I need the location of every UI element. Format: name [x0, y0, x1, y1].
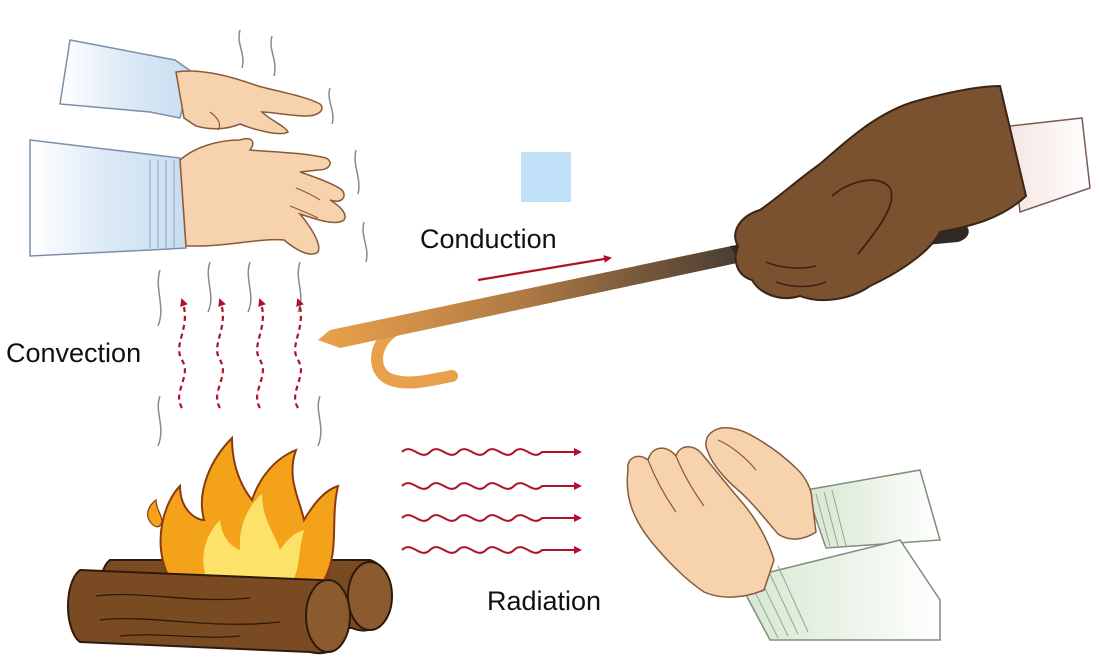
radiation-label: Radiation [487, 586, 602, 616]
hand-icon [179, 138, 346, 255]
convection-label: Convection [6, 338, 142, 368]
conduction-label: Conduction [420, 224, 557, 254]
campfire [67, 435, 393, 655]
straight-arrow-icon [477, 255, 612, 282]
sleeve-cuff-ribs [149, 160, 175, 248]
rod-icon [318, 240, 770, 348]
rod-hook [371, 326, 458, 389]
hand-icon [175, 70, 323, 135]
wavy-arrow-icon [178, 298, 188, 409]
fire-icon [147, 435, 340, 581]
wavy-arrow-icon [401, 546, 582, 554]
log-icon [67, 568, 351, 655]
lower-sleeve [29, 139, 187, 257]
radiation-arrows [401, 448, 582, 554]
convection-arrows [178, 298, 304, 409]
upper-sleeve [59, 39, 193, 119]
wavy-arrow-icon [294, 298, 304, 409]
conduction-group [318, 84, 1091, 389]
wavy-arrow-icon [401, 448, 582, 456]
hand-icon [626, 446, 775, 598]
heat-shimmer [238, 29, 368, 263]
wavy-arrow-icon [256, 298, 266, 409]
wavy-arrow-icon [216, 298, 226, 409]
wavy-arrow-icon [401, 514, 582, 522]
radiation-hands [626, 426, 941, 641]
wavy-arrow-icon [401, 482, 582, 490]
upper-sleeve [805, 469, 941, 549]
hand-icon [705, 426, 817, 540]
convection-hands [29, 29, 368, 263]
ember-icon [147, 498, 163, 528]
glove-icon [734, 84, 1028, 302]
lower-sleeve [736, 539, 941, 641]
marker-square [521, 152, 571, 202]
